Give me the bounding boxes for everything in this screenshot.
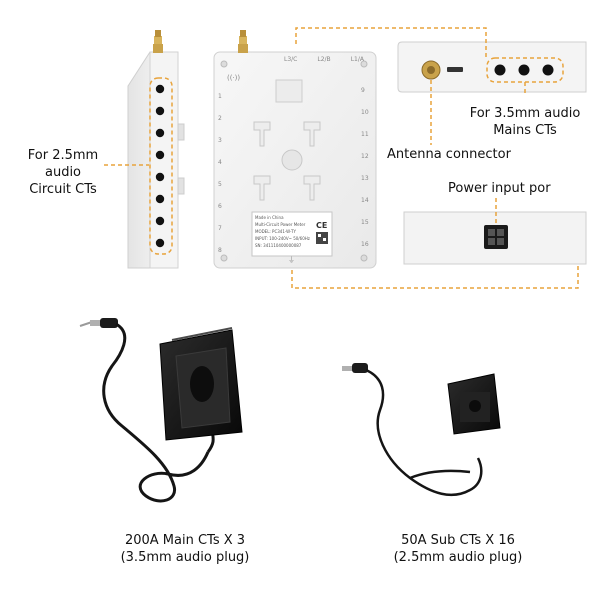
port-number: 8 (218, 247, 222, 254)
port-number: 6 (218, 203, 222, 210)
sticker-line: Multi-Circuit Power Meter (255, 222, 306, 227)
phase-label-c: L3/C (284, 56, 298, 63)
circuit-cts-line-2: Circuit CTs (29, 182, 97, 197)
main-ct-illustration (79, 318, 243, 503)
sub-ct-title: 50A Sub CTs X 16 (401, 533, 515, 548)
main-ct-caption: 200A Main CTs X 3 (3.5mm audio plug) (105, 532, 265, 566)
phase-label-b: L2/B (317, 56, 331, 63)
antenna-side-icon (153, 30, 163, 53)
right-port-numbers: 9 10 11 12 13 14 15 16 (361, 80, 375, 256)
port-number: 1 (218, 93, 222, 100)
port-number: 7 (218, 225, 222, 232)
mains-cts-line-2: Mains CTs (493, 123, 557, 138)
ground-icon: ⏚ (288, 256, 295, 264)
phase-label-a: L1/A (350, 56, 364, 63)
port-number: 3 (218, 137, 222, 144)
power-input-port-icon (484, 225, 508, 249)
sub-ct-illustration (342, 363, 501, 497)
port-number: 15 (361, 219, 369, 226)
antenna-connector-icon (421, 60, 441, 80)
port-number: 13 (361, 175, 369, 182)
mains-cts-line-1: For 3.5mm audio (469, 106, 581, 121)
callout-lines (104, 27, 579, 289)
main-ct-title: 200A Main CTs X 3 (124, 533, 246, 548)
port-number: 9 (361, 87, 365, 94)
sticker-line: Made in China (255, 215, 284, 220)
port-number: 14 (361, 197, 369, 204)
antenna-back-icon (238, 30, 248, 53)
sticker-text: Made in China Multi-Circuit Power Meter … (255, 214, 317, 249)
mains-cts-label: For 3.5mm audio Mains CTs (466, 105, 584, 139)
top-view-device (397, 41, 587, 93)
port-number: 5 (218, 181, 222, 188)
left-port-numbers: 1 2 3 4 5 6 7 8 (218, 86, 228, 262)
main-ct-subtitle: (3.5mm audio plug) (120, 550, 250, 565)
port-number: 11 (361, 131, 369, 138)
antenna-connector-label: Antenna connector (387, 147, 511, 162)
side-view-device (127, 30, 185, 269)
sticker-line: MODEL: PC341-W-TY (255, 229, 296, 234)
sticker-line: INPUT: 100-240V~ 50/60Hz (255, 236, 310, 241)
power-input-label: Power input por (448, 181, 551, 196)
sub-ct-subtitle: (2.5mm audio plug) (393, 550, 523, 565)
wifi-icon: ((·)) (227, 74, 240, 82)
sub-ct-caption: 50A Sub CTs X 16 (2.5mm audio plug) (378, 532, 538, 566)
circuit-ct-jacks (155, 84, 165, 248)
ce-mark-icon: CE (316, 221, 327, 230)
bottom-view-device (403, 211, 587, 265)
usb-slot-icon (447, 67, 463, 72)
port-number: 2 (218, 115, 222, 122)
port-number: 4 (218, 159, 222, 166)
port-number: 12 (361, 153, 369, 160)
port-number: 10 (361, 109, 369, 116)
port-number: 16 (361, 241, 369, 248)
circuit-cts-label: For 2.5mm audio Circuit CTs (8, 147, 118, 198)
sticker-line: SN: 341110400000087 (255, 243, 302, 248)
phase-labels: L3/C L2/B L1/A (284, 56, 364, 63)
circuit-cts-line-1: For 2.5mm audio (27, 148, 99, 180)
back-view-device: CE ((·)) ⏚ (213, 30, 377, 269)
mains-ct-jacks (494, 64, 554, 76)
jacks-callout-box (149, 77, 173, 255)
qr-code-icon (316, 232, 328, 244)
